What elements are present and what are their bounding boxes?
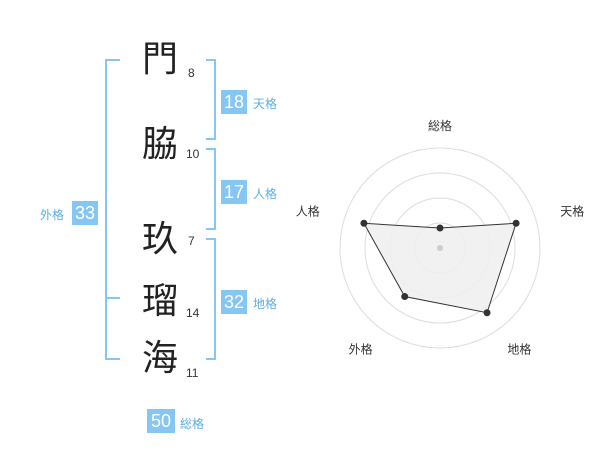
tenkaku-bracket xyxy=(206,59,216,140)
soukaku-badge: 50 xyxy=(147,409,175,433)
radar-label-4: 外格 xyxy=(349,341,373,356)
name-char-1: 門 xyxy=(141,39,178,80)
stroke-count-5: 11 xyxy=(186,366,199,380)
soukaku-label: 総格 xyxy=(180,417,205,431)
gaikaku-label: 外格 xyxy=(40,208,65,222)
name-char-3: 玖 xyxy=(141,219,178,260)
stroke-count-1: 8 xyxy=(188,66,195,80)
radar-area xyxy=(363,222,517,314)
radar-label-2: 天格 xyxy=(560,204,584,219)
radar-label-1: 総格 xyxy=(428,118,452,133)
chikaku-label: 地格 xyxy=(253,297,278,311)
jinkaku-badge: 17 xyxy=(221,180,247,204)
radar-point-5 xyxy=(360,219,368,227)
radar-ring xyxy=(364,172,516,324)
stroke-count-3: 7 xyxy=(188,234,195,248)
tenkaku-label: 天格 xyxy=(253,97,278,111)
chikaku-bracket xyxy=(206,238,216,360)
chikaku-badge: 32 xyxy=(221,290,247,314)
radar-label-3: 地格 xyxy=(507,341,531,356)
radar-center xyxy=(437,245,443,251)
gaikaku-badge: 33 xyxy=(72,201,98,225)
name-char-4: 瑠 xyxy=(141,281,178,322)
radar-ring xyxy=(339,147,541,349)
stroke-count-4: 14 xyxy=(186,306,200,320)
name-char-5: 海 xyxy=(141,338,178,379)
radar-point-4 xyxy=(401,293,409,301)
tenkaku-badge: 18 xyxy=(221,90,247,114)
gaikaku-bracket xyxy=(105,59,120,360)
radar-label-5: 人格 xyxy=(296,204,320,219)
stroke-count-2: 10 xyxy=(186,147,200,161)
radar-point-3 xyxy=(483,309,491,317)
radar-point-2 xyxy=(512,219,520,227)
radar-point-1 xyxy=(436,224,444,232)
jinkaku-label: 人格 xyxy=(253,187,278,201)
name-char-2: 脇 xyxy=(141,124,178,165)
jinkaku-bracket xyxy=(206,148,216,230)
